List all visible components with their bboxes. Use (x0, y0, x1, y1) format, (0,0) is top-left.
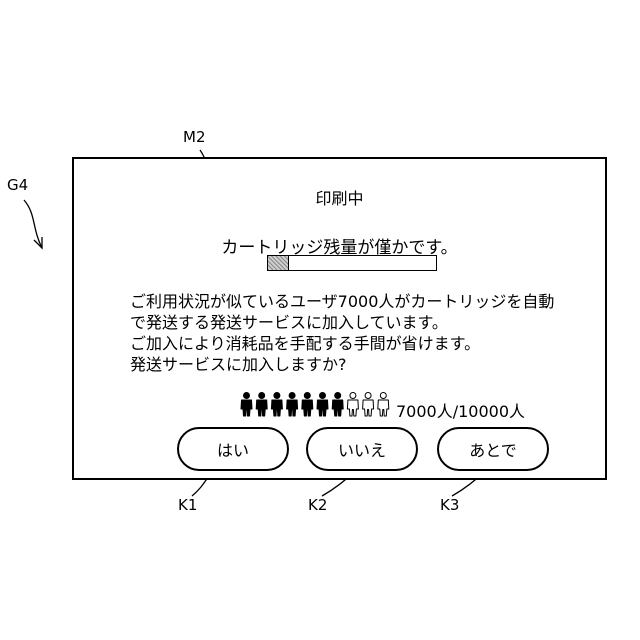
later-button[interactable]: あとで (437, 427, 549, 471)
person-outline-icon (363, 393, 374, 417)
person-outline-icon (347, 393, 358, 417)
person-filled-icon (271, 393, 282, 417)
print-status-title: 印刷中 (74, 185, 605, 209)
no-button[interactable]: いいえ (306, 427, 418, 471)
user-count-text: 7000人/10000人 (396, 398, 525, 422)
yes-button[interactable]: はい (177, 427, 289, 471)
person-outline-icon (378, 393, 389, 417)
service-message: ご利用状況が似ているユーザ7000人がカートリッジを自動 で発送する発送サービス… (130, 291, 554, 375)
message-line: ご加入により消耗品を手配する手間が省けます。 (130, 333, 554, 354)
message-line: ご利用状況が似ているユーザ7000人がカートリッジを自動 (130, 291, 554, 312)
ink-level-gauge (267, 255, 437, 271)
ink-level-fill (268, 256, 289, 270)
person-filled-icon (317, 393, 328, 417)
message-line: 発送サービスに加入しますか? (130, 354, 554, 375)
person-filled-icon (332, 393, 343, 417)
person-filled-icon (256, 393, 267, 417)
person-filled-icon (302, 393, 313, 417)
leader-line-g4 (24, 200, 42, 248)
person-filled-icon (287, 393, 298, 417)
user-ratio-graphic (239, 391, 391, 417)
person-filled-icon (241, 393, 252, 417)
message-line: で発送する発送サービスに加入しています。 (130, 312, 554, 333)
printer-panel-screen: 印刷中 カートリッジ残量が僅かです。 ご利用状況が似ているユーザ7000人がカー… (72, 157, 607, 480)
